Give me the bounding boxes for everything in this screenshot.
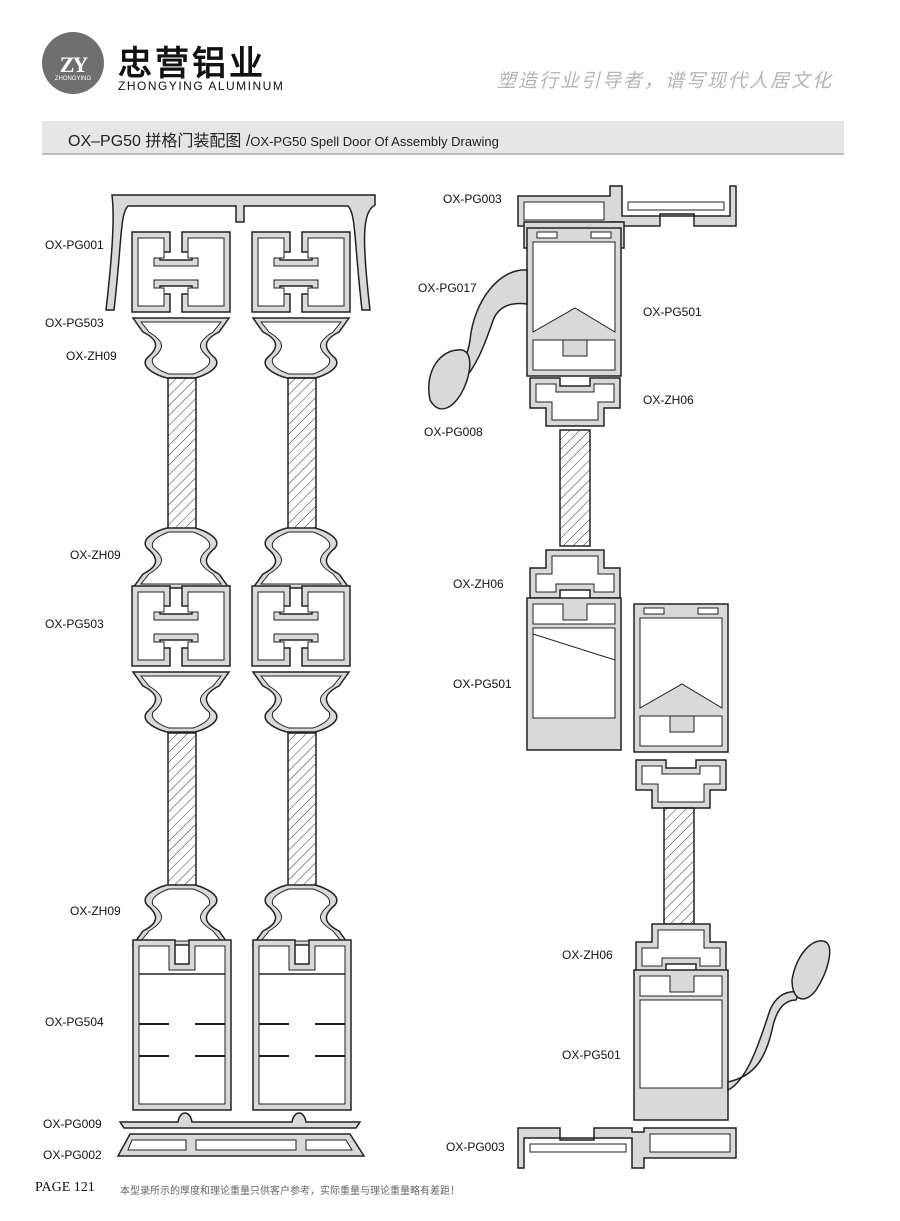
label-right-1: OX-PG003 xyxy=(443,192,502,206)
label-right-3: OX-PG501 xyxy=(643,305,702,319)
label-left-9: OX-PG002 xyxy=(43,1148,102,1162)
label-right-4: OX-ZH06 xyxy=(643,393,694,407)
label-left-2: OX-PG503 xyxy=(45,316,104,330)
footer-note: 本型录所示的厚度和理论重量只供客户参考，实际重量与理论重量略有差距！ xyxy=(120,1186,460,1197)
label-left-5: OX-PG503 xyxy=(45,617,104,631)
slogan: 塑造行业引导者，谱写现代人居文化 xyxy=(497,70,834,92)
page-header: ZY ZHONGYING 忠营铝业 ZHONGYING ALUMINUM 塑造行… xyxy=(0,0,900,110)
label-right-6: OX-ZH06 xyxy=(453,577,504,591)
label-right-7: OX-PG501 xyxy=(453,677,512,691)
logo-sub: ZHONGYING xyxy=(54,76,92,82)
page-number: PAGE 121 xyxy=(35,1180,95,1195)
label-left-6: OX-ZH09 xyxy=(70,904,121,918)
label-right-9: OX-PG501 xyxy=(562,1048,621,1062)
brand-name-cn: 忠营铝业 xyxy=(118,44,266,84)
label-left-3: OX-ZH09 xyxy=(66,349,117,363)
title-sub: OX-PG50 Spell Door Of Assembly Drawing xyxy=(250,134,499,149)
right-assembly xyxy=(428,185,831,1169)
label-right-2: OX-PG017 xyxy=(418,281,477,295)
left-assembly xyxy=(105,194,376,1157)
logo-mark: ZY xyxy=(59,52,89,77)
page-title: OX–PG50 拼格门装配图 /OX-PG50 Spell Door Of As… xyxy=(68,127,499,151)
brand-logo: ZY ZHONGYING xyxy=(42,32,104,94)
label-left-4: OX-ZH09 xyxy=(70,548,121,562)
brand-name-en: ZHONGYING ALUMINUM xyxy=(118,79,285,93)
label-left-7: OX-PG504 xyxy=(45,1015,104,1029)
label-right-5: OX-PG008 xyxy=(424,425,483,439)
label-right-8: OX-ZH06 xyxy=(562,948,613,962)
label-left-8: OX-PG009 xyxy=(43,1117,102,1131)
label-left-1: OX-PG001 xyxy=(45,238,104,252)
label-right-10: OX-PG003 xyxy=(446,1140,505,1154)
top-cap-profile xyxy=(105,194,376,311)
title-bar: OX–PG50 拼格门装配图 /OX-PG50 Spell Door Of As… xyxy=(42,121,844,155)
title-main: OX–PG50 拼格门装配图 / xyxy=(68,133,251,150)
